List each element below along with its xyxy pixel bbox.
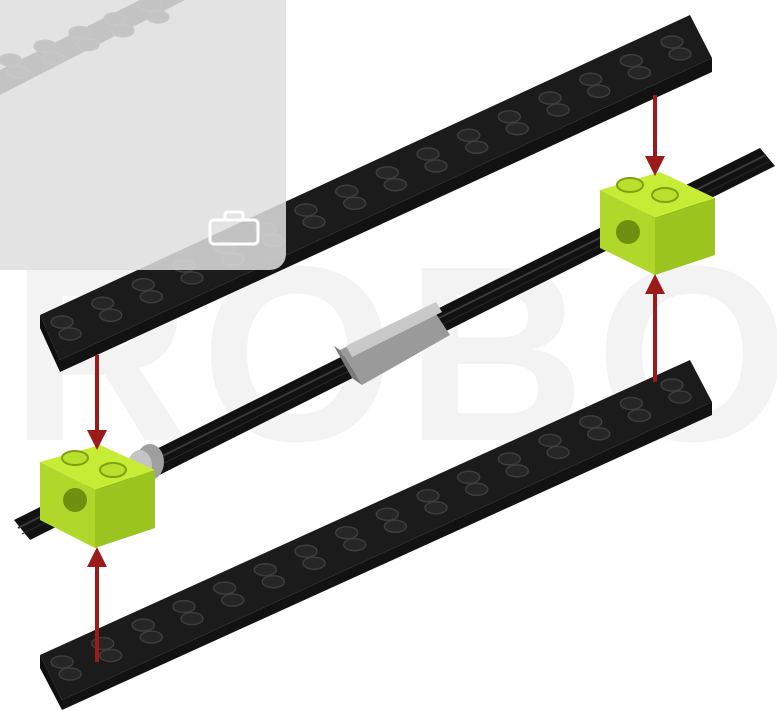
plate-stud — [628, 410, 650, 422]
plate-stud — [295, 204, 317, 216]
bottom-plate — [40, 360, 712, 710]
plate-stud — [539, 434, 561, 446]
plate-stud — [181, 613, 203, 625]
plate-stud — [588, 428, 610, 440]
plate-stud — [59, 668, 81, 680]
plate-stud — [384, 520, 406, 532]
plate-stud — [262, 576, 284, 588]
plate-stud — [425, 502, 447, 514]
plate-stud — [295, 545, 317, 557]
plate-stud — [254, 564, 276, 576]
briefcase-icon[interactable] — [208, 210, 260, 246]
plate-stud — [661, 36, 683, 48]
plate-stud — [498, 453, 520, 465]
plate-stud — [376, 508, 398, 520]
plate-stud — [132, 619, 154, 631]
plate-stud — [51, 316, 73, 328]
plate-stud — [458, 129, 480, 141]
plate-stud — [547, 446, 569, 458]
plate-stud — [59, 328, 81, 340]
plate-stud — [539, 92, 561, 104]
plate-stud — [628, 67, 650, 79]
plate-stud — [51, 656, 73, 668]
plate-stud — [506, 465, 528, 477]
plate-stud — [417, 490, 439, 502]
plate-stud — [458, 471, 480, 483]
plate-stud — [669, 48, 691, 60]
plate-stud — [100, 309, 122, 321]
plate-stud — [498, 111, 520, 123]
axle-connector — [334, 302, 450, 385]
plate-stud — [384, 179, 406, 191]
plate-stud — [344, 197, 366, 209]
plate-stud — [669, 391, 691, 403]
plate-stud — [661, 379, 683, 391]
plate-stud — [580, 416, 602, 428]
plate-stud — [425, 160, 447, 172]
plate-stud — [620, 398, 642, 410]
plate-stud — [580, 73, 602, 85]
plate-stud — [92, 297, 114, 309]
plate-stud — [132, 279, 154, 291]
plate-stud — [140, 631, 162, 643]
plate-stud — [376, 167, 398, 179]
plate-stud — [222, 594, 244, 606]
popup-overlay[interactable] — [0, 0, 286, 270]
plate-stud — [466, 141, 488, 153]
plate-stud — [620, 55, 642, 67]
plate-stud — [344, 539, 366, 551]
plate-stud — [173, 601, 195, 613]
plate-stud — [417, 148, 439, 160]
plate-stud — [466, 483, 488, 495]
plate-stud — [303, 216, 325, 228]
plate-stud — [506, 123, 528, 135]
plate-stud — [336, 185, 358, 197]
plate-stud — [181, 272, 203, 284]
plate-stud — [588, 85, 610, 97]
plate-stud — [547, 104, 569, 116]
plate-stud — [214, 582, 236, 594]
plate-stud — [303, 557, 325, 569]
plate-stud — [336, 527, 358, 539]
plate-stud — [140, 291, 162, 303]
plate-stud — [100, 650, 122, 662]
